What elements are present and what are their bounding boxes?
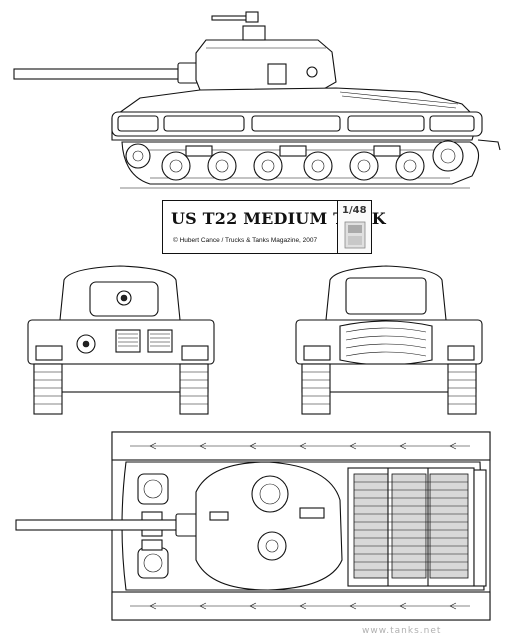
drawing-title: US T22 MEDIUM TANK (171, 209, 386, 228)
copyright-credit: © Hubert Cance / Trucks & Tanks Magazine… (173, 237, 318, 244)
magazine-cover-icon (344, 221, 366, 249)
front-view (27, 265, 215, 415)
rear-view (295, 265, 483, 415)
top-view (15, 431, 491, 621)
scale-panel: 1/48 (337, 201, 371, 253)
title-block: US T22 MEDIUM TANK © Hubert Cance / Truc… (162, 200, 386, 254)
side-view (13, 11, 501, 189)
watermark-text: www.tanks.net (362, 626, 441, 636)
scale-label: 1/48 (342, 205, 367, 216)
